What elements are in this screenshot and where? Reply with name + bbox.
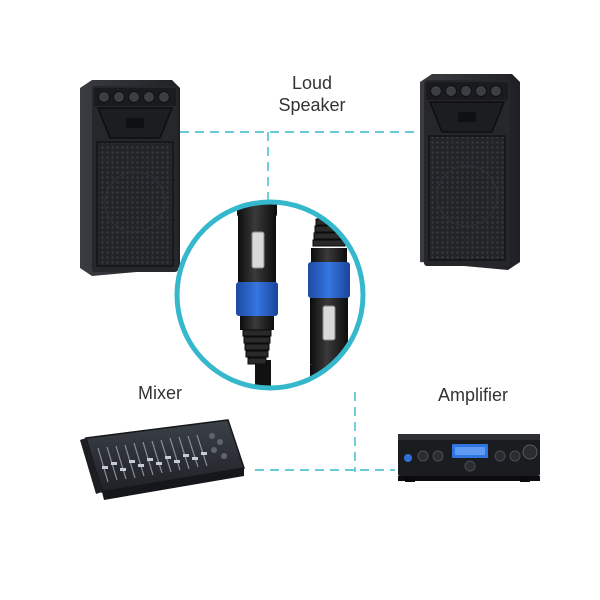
connection-lines (180, 131, 418, 472)
loud-speaker-label-line2: Speaker (278, 95, 346, 115)
right-speaker-icon (420, 74, 520, 270)
left-speaker-icon (80, 80, 180, 276)
loud-speaker-label: Loud Speaker (262, 72, 362, 116)
loud-speaker-label-line1: Loud (291, 73, 333, 93)
amplifier-label: Amplifier (437, 385, 508, 405)
mixer-label: Mixer (138, 383, 182, 403)
amplifier-icon (398, 434, 540, 482)
speakon-connector-icon (174, 199, 366, 391)
mixer-icon (80, 419, 245, 500)
